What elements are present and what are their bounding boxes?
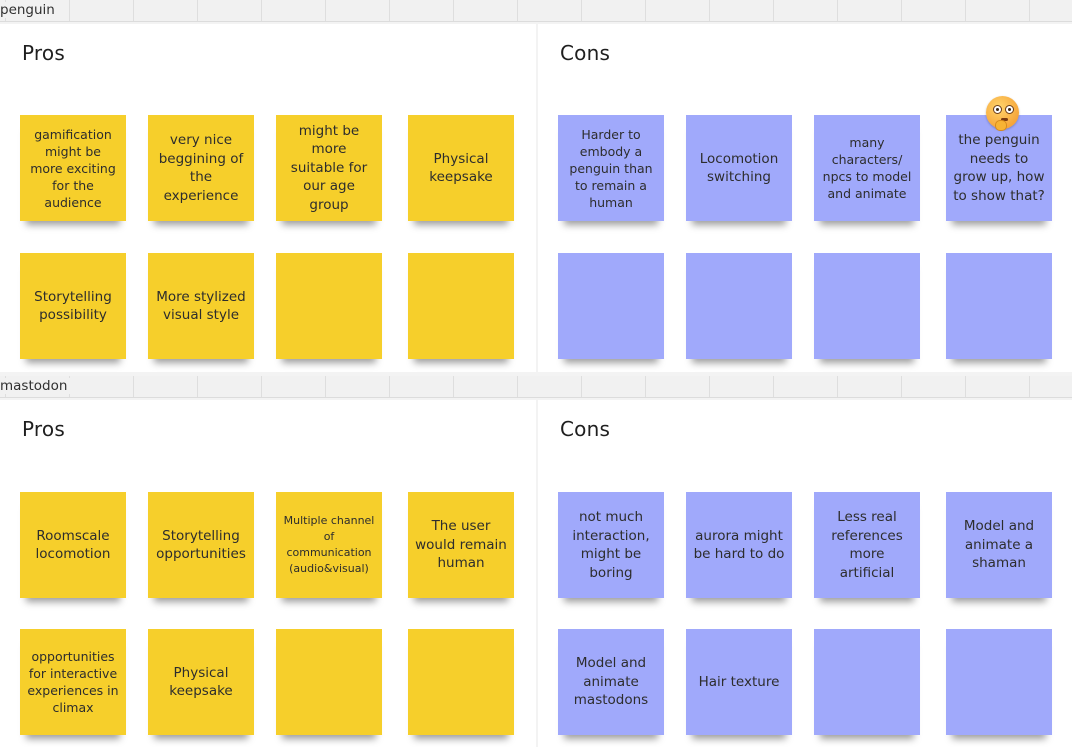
sticky-note-empty[interactable]	[558, 253, 664, 359]
sticky-note[interactable]: Storytelling possibility	[20, 253, 126, 359]
sticky-note-empty[interactable]	[408, 629, 514, 735]
panel-title: Pros	[22, 41, 65, 65]
sticky-note-empty[interactable]	[686, 253, 792, 359]
frame-tab-penguin[interactable]: penguin	[0, 0, 1072, 22]
sticky-note[interactable]: opportunities for interactive experience…	[20, 629, 126, 735]
sticky-note-empty[interactable]	[946, 629, 1052, 735]
sticky-note[interactable]: many characters/ npcs to model and anima…	[814, 115, 920, 221]
panel-title: Cons	[560, 41, 611, 65]
sticky-note-empty[interactable]	[814, 629, 920, 735]
panel-title: Pros	[22, 417, 65, 441]
sticky-note[interactable]: very nice beggining of the experience	[148, 115, 254, 221]
sticky-note[interactable]: Model and animate mastodons	[558, 629, 664, 735]
sticky-note[interactable]: the penguin needs to grow up, how to sho…	[946, 115, 1052, 221]
sticky-note[interactable]: not much interaction, might be boring	[558, 492, 664, 598]
frame-label[interactable]: mastodon	[0, 378, 71, 394]
sticky-note[interactable]: Less real references more artificial	[814, 492, 920, 598]
panel-title: Cons	[560, 417, 611, 441]
sticky-note[interactable]: The user would remain human	[408, 492, 514, 598]
sticky-note[interactable]: Storytelling opportunities	[148, 492, 254, 598]
cons-panel-mastodon: Cons not much interaction, might be bori…	[538, 400, 1072, 747]
sticky-note-empty[interactable]	[276, 629, 382, 735]
sticky-note-empty[interactable]	[276, 253, 382, 359]
sticky-note[interactable]: aurora might be hard to do	[686, 492, 792, 598]
sticky-note[interactable]: More stylized visual style	[148, 253, 254, 359]
sticky-note[interactable]: Physical keepsake	[408, 115, 514, 221]
sticky-note[interactable]: Harder to embody a penguin than to remai…	[558, 115, 664, 221]
sticky-note[interactable]: might be more suitable for our age group	[276, 115, 382, 221]
face-with-monocle-emoji-icon[interactable]	[986, 96, 1019, 131]
sticky-note[interactable]: Physical keepsake	[148, 629, 254, 735]
sticky-note[interactable]: Roomscale locomotion	[20, 492, 126, 598]
frame-tab-mastodon[interactable]: mastodon	[0, 376, 1072, 398]
sticky-note-empty[interactable]	[408, 253, 514, 359]
sticky-note[interactable]: Hair texture	[686, 629, 792, 735]
cons-panel-penguin: Cons Harder to embody a penguin than to …	[538, 24, 1072, 372]
pros-panel-mastodon: Pros Roomscale locomotion Storytelling o…	[0, 400, 536, 747]
frame-label[interactable]: penguin	[0, 2, 58, 18]
sticky-note[interactable]: Multiple channel of communication (audio…	[276, 492, 382, 598]
sticky-note[interactable]: Locomotion switching	[686, 115, 792, 221]
sticky-note[interactable]: Model and animate a shaman	[946, 492, 1052, 598]
sticky-note-empty[interactable]	[814, 253, 920, 359]
sticky-note[interactable]: gamification might be more exciting for …	[20, 115, 126, 221]
pros-panel-penguin: Pros gamification might be more exciting…	[0, 24, 536, 372]
sticky-note-empty[interactable]	[946, 253, 1052, 359]
